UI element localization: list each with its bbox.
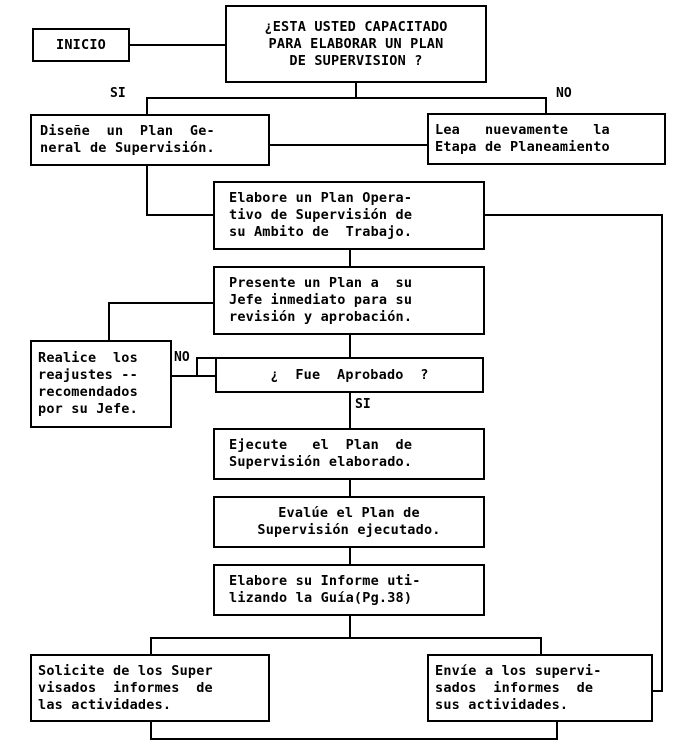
connector-aprobado-to-ejecute <box>349 392 351 429</box>
node-elabore-informe[interactable]: Elabore su Informe uti- lizando la Guía(… <box>213 564 485 616</box>
node-presente-line-2: Jefe inmediato para su <box>229 292 413 308</box>
node-disene-line-1: Diseñe un Plan Ge- <box>40 123 215 139</box>
node-evalue-line-2: Supervisión ejecutado. <box>257 522 441 538</box>
connector-no-down <box>196 357 198 377</box>
node-realice-line-1: Realice los <box>38 350 138 366</box>
node-informe-line-2: lizando la Guía(Pg.38) <box>229 590 413 606</box>
connector-evalue-to-informe <box>349 547 351 564</box>
connector-disene-right <box>146 214 215 216</box>
connector-presente-to-aprobado <box>349 335 351 357</box>
node-evalue-line-1: Evalúe el Plan de <box>278 505 420 521</box>
node-lea-line-2: Etapa de Planeamiento <box>435 139 610 155</box>
node-solicite-line-3: las actividades. <box>38 696 172 713</box>
connector-no-drop <box>545 97 547 115</box>
node-lea-line-1: Lea nuevamente la <box>435 122 610 138</box>
node-disene-plan-general[interactable]: Diseñe un Plan Ge- neral de Supervisión. <box>30 114 270 166</box>
node-operativo-line-2: tivo de Supervisión de <box>229 207 413 223</box>
connector-si-no-bar <box>146 97 546 99</box>
node-lea-nuevamente[interactable]: Lea nuevamente la Etapa de Planeamiento <box>427 113 666 165</box>
connector-operativo-to-presente <box>349 250 351 267</box>
connector-pregunta-stem <box>355 82 357 98</box>
node-evalue-plan[interactable]: Evalúe el Plan de Supervisión ejecutado. <box>213 496 485 548</box>
node-inicio-line-1: INICIO <box>56 36 106 53</box>
connector-si-drop <box>146 97 148 115</box>
node-pregunta-capacitado[interactable]: ¿ESTA USTED CAPACITADO PARA ELABORAR UN … <box>225 5 487 83</box>
connector-realice-up <box>108 302 110 342</box>
node-solicite-informes[interactable]: Solicite de los Super visados informes d… <box>30 654 270 722</box>
edge-label-no-aprobado: NO <box>174 350 190 365</box>
node-informe-line-1: Elabore su Informe uti- <box>229 573 421 589</box>
edge-label-si-aprobado: SI <box>355 397 371 412</box>
connector-bottom-left-down <box>150 722 152 740</box>
connector-right-to-envie <box>651 690 663 692</box>
node-capacitado-line-2: PARA ELABORAR UN PLAN <box>268 35 444 52</box>
node-presente-plan[interactable]: Presente un Plan a su Jefe inmediato par… <box>213 266 485 335</box>
node-envie-line-2: sados informes de <box>435 679 594 696</box>
node-aprobado-line-1: ¿ Fue Aprobado ? <box>270 366 429 383</box>
connector-ejecute-to-evalue <box>349 480 351 497</box>
node-disene-line-2: neral de Supervisión. <box>40 140 215 156</box>
connector-bottom-return <box>150 738 558 740</box>
node-presente-line-3: revisión y aprobación. <box>229 309 413 325</box>
connector-right-trunk <box>661 214 663 692</box>
connector-inicio-to-pregunta <box>130 44 225 46</box>
connector-operativo-right <box>485 214 663 216</box>
connector-split-left-drop <box>150 637 152 655</box>
connector-disene-down <box>146 165 148 215</box>
connector-no-into-realice <box>172 375 216 377</box>
node-realice-line-3: recomendados <box>38 384 138 400</box>
node-capacitado-line-1: ¿ESTA USTED CAPACITADO <box>264 18 448 35</box>
node-capacitado-line-3: DE SUPERVISION ? <box>289 52 423 69</box>
node-realice-line-4: por su Jefe. <box>38 401 138 417</box>
edge-label-si-top: SI <box>110 86 126 101</box>
node-operativo-line-3: su Ambito de Trabajo. <box>229 224 413 240</box>
node-ejecute-line-1: Ejecute el Plan de <box>229 437 413 453</box>
connector-split-right-drop <box>540 637 542 655</box>
node-presente-line-1: Presente un Plan a su <box>229 275 413 291</box>
node-realice-reajustes[interactable]: Realice los reajustes -- recomendados po… <box>30 340 172 428</box>
node-solicite-line-2: visados informes de <box>38 679 213 696</box>
connector-disene-to-lea <box>270 144 428 146</box>
node-ejecute-plan[interactable]: Ejecute el Plan de Supervisión elaborado… <box>213 428 485 480</box>
node-envie-line-1: Envíe a los supervi- <box>435 662 602 679</box>
edge-label-no-top: NO <box>556 86 572 101</box>
node-plan-operativo[interactable]: Elabore un Plan Opera- tivo de Supervisi… <box>213 181 485 250</box>
node-inicio[interactable]: INICIO <box>32 28 130 62</box>
node-realice-line-2: reajustes -- <box>38 367 138 383</box>
connector-bottom-right-up <box>556 722 558 740</box>
connector-realice-to-presente <box>108 302 215 304</box>
connector-informe-stem <box>349 616 351 638</box>
connector-bottom-split-bar <box>150 637 542 639</box>
node-solicite-line-1: Solicite de los Super <box>38 662 213 679</box>
node-envie-informes[interactable]: Envíe a los supervi- sados informes de s… <box>427 654 653 722</box>
node-ejecute-line-2: Supervisión elaborado. <box>229 454 413 470</box>
node-fue-aprobado[interactable]: ¿ Fue Aprobado ? <box>215 357 484 393</box>
node-envie-line-3: sus actividades. <box>435 696 569 713</box>
node-operativo-line-1: Elabore un Plan Opera- <box>229 190 413 206</box>
